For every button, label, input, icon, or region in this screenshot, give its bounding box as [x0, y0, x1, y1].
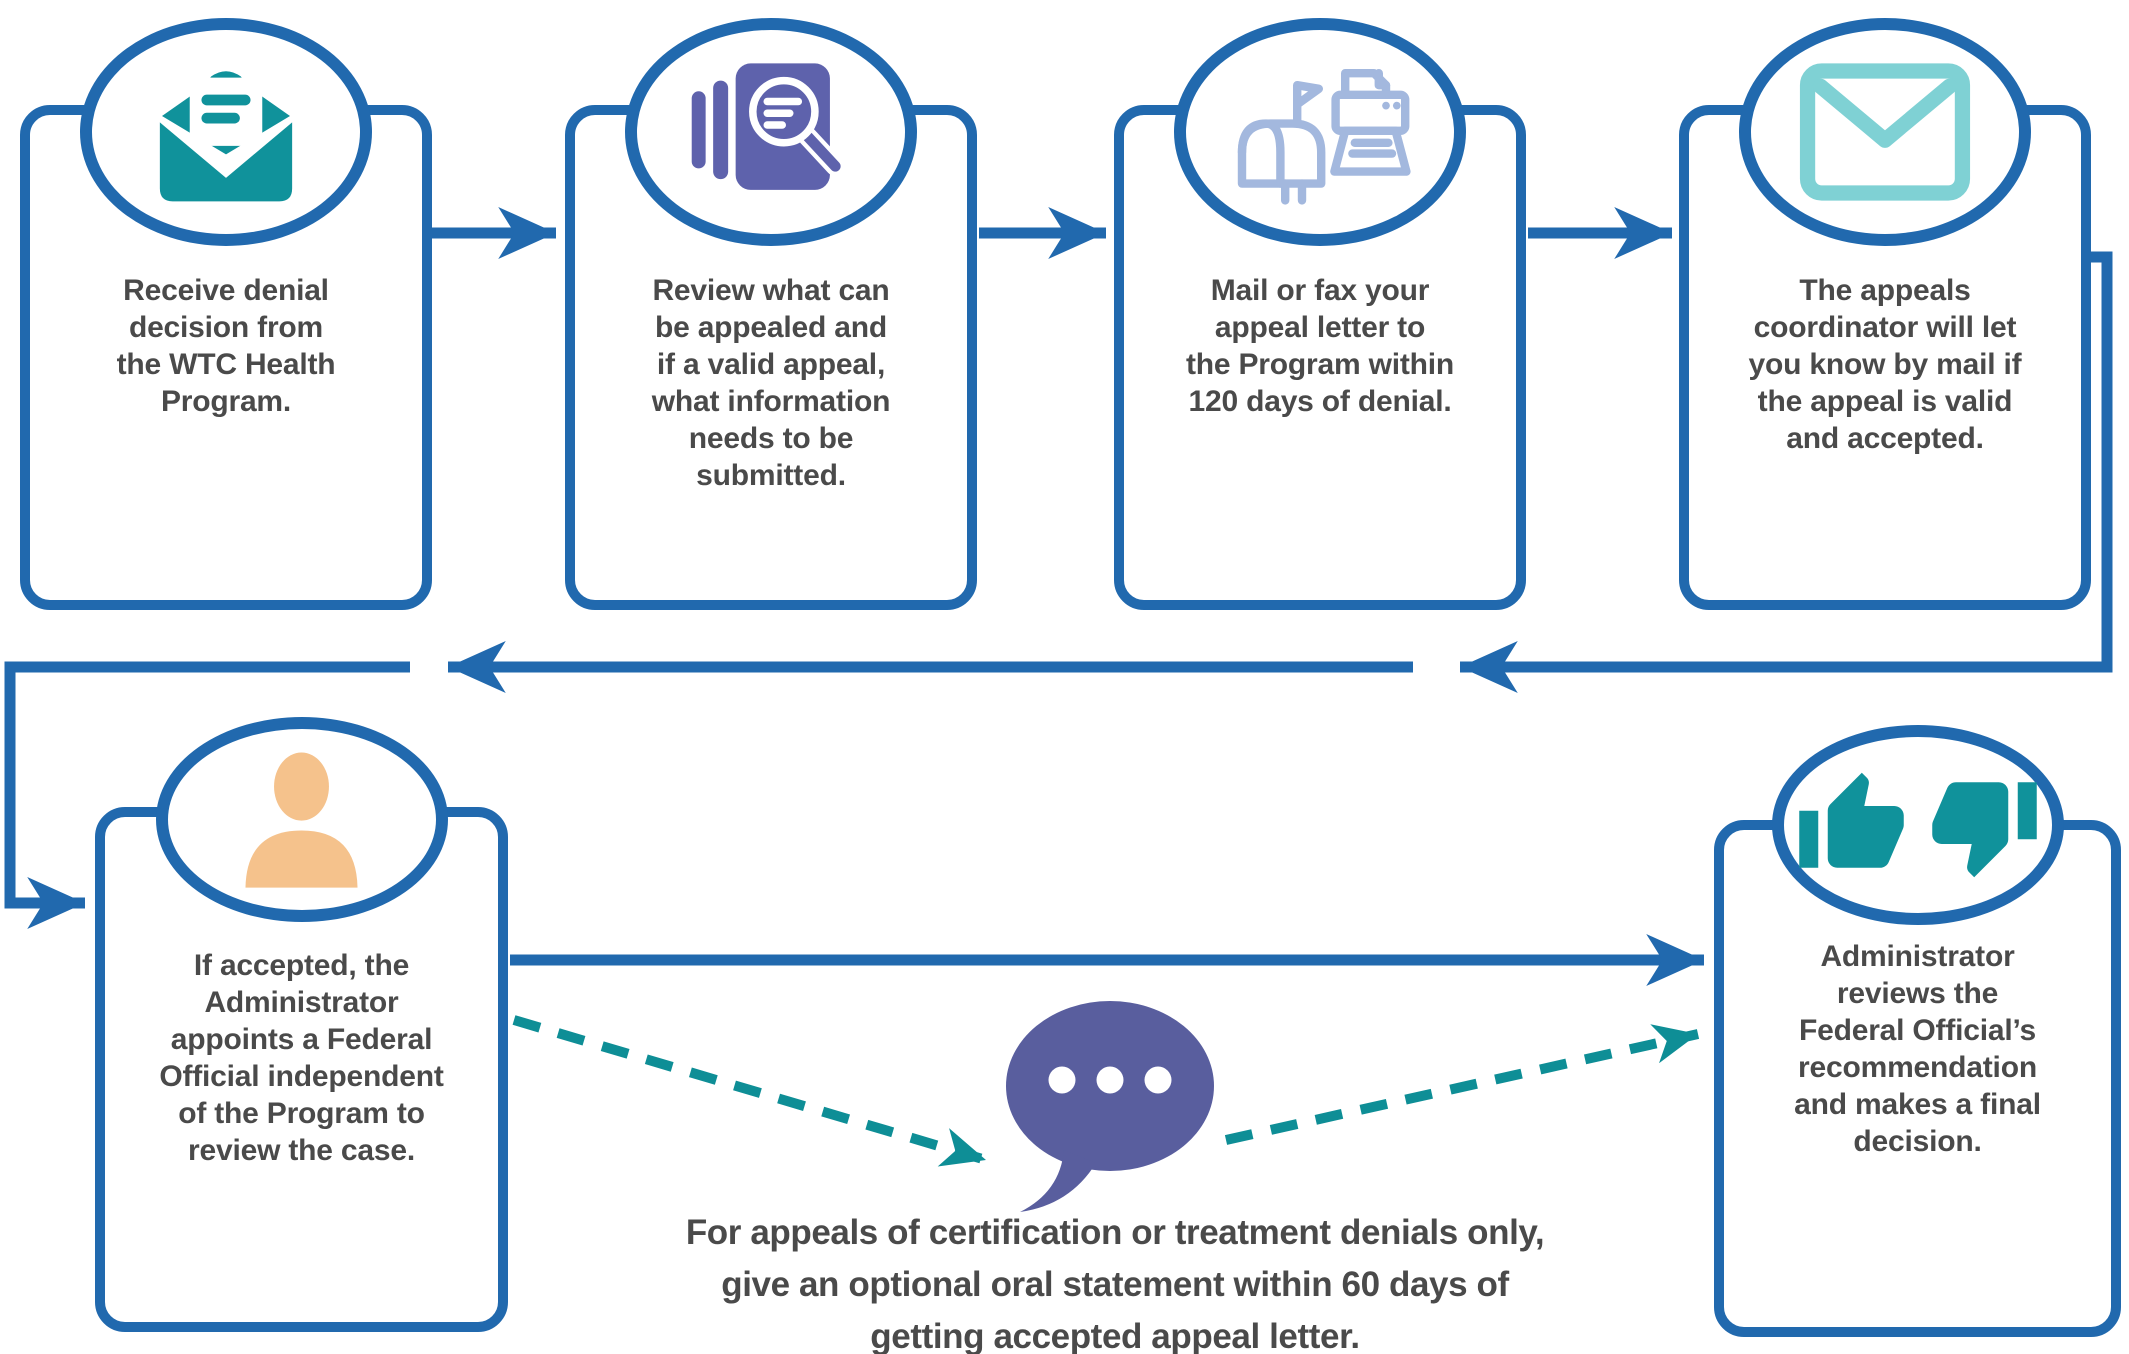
icon-badge	[1771, 725, 2064, 925]
oral-statement-note: For appeals of certification or treatmen…	[685, 1213, 1545, 1354]
icon-badge	[625, 18, 917, 246]
step-text: The appeals coordinator will let you kno…	[1748, 274, 2022, 455]
speech-bubble-icon	[1006, 1001, 1214, 1212]
step-text: Review what can be appealed and if a val…	[651, 274, 891, 492]
dashed-arrow-bubble-to-step6	[1224, 1024, 1700, 1145]
icon-badge	[1739, 18, 2031, 246]
step-review-appeal: Review what can be appealed and if a val…	[565, 18, 977, 610]
icon-badge	[80, 18, 372, 246]
icon-badge	[155, 717, 448, 922]
step-text: Receive denial decision from the WTC Hea…	[116, 274, 336, 418]
document-magnifier-icon	[691, 63, 845, 190]
step-coordinator-mail: The appeals coordinator will let you kno…	[1679, 18, 2091, 610]
mailbox-printer-icon	[1237, 69, 1411, 205]
thumbs-up-down-icon	[1798, 772, 2037, 878]
step-mail-or-fax: Mail or fax your appeal letter to the Pr…	[1114, 18, 1526, 610]
step-final-decision: Administrator reviews the Federal Offici…	[1714, 725, 2121, 1337]
open-envelope-icon	[159, 71, 293, 202]
step-text: If accepted, the Administrator appoints …	[159, 949, 444, 1167]
step-text: Mail or fax your appeal letter to the Pr…	[1185, 274, 1455, 418]
envelope-icon	[1799, 63, 1971, 201]
step-text: Administrator reviews the Federal Offici…	[1794, 940, 2041, 1158]
step-receive-denial: Receive denial decision from the WTC Hea…	[20, 18, 432, 610]
dashed-arrow-step5-to-bubble	[512, 1015, 988, 1167]
icon-badge	[1174, 18, 1466, 246]
person-icon	[245, 752, 358, 888]
step-federal-official: If accepted, the Administrator appoints …	[95, 717, 508, 1332]
